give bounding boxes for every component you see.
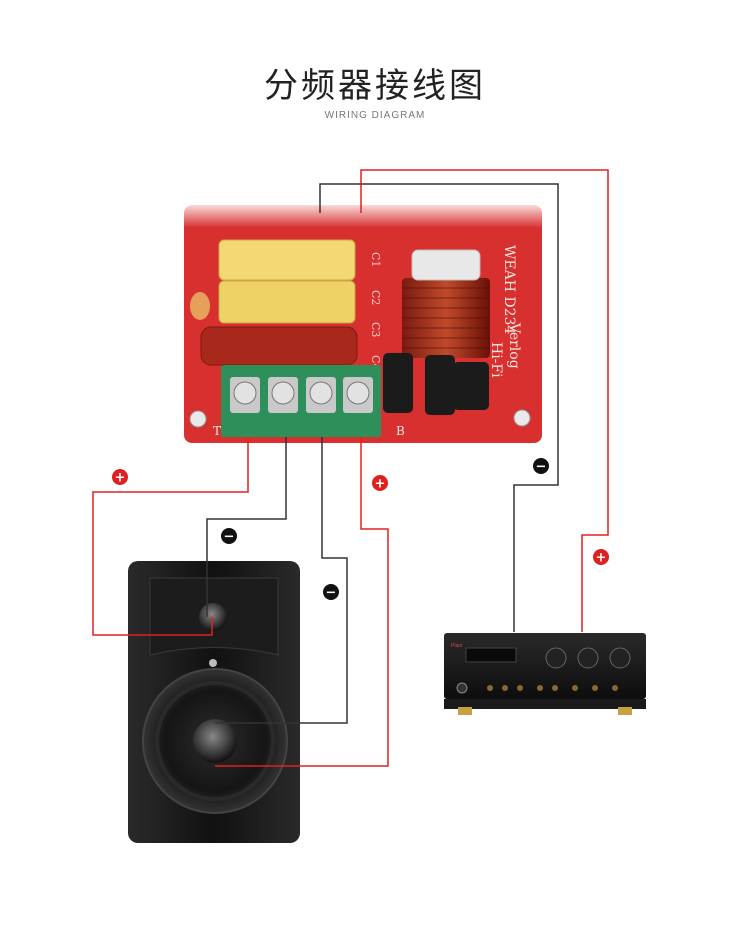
amp-brand: Plam bbox=[451, 643, 462, 649]
page-subtitle: WIRING DIAGRAM bbox=[324, 110, 426, 121]
minus-icon: − bbox=[533, 458, 549, 475]
wire-amp-negative bbox=[319, 183, 559, 632]
svg-text:+: + bbox=[115, 471, 126, 486]
connector-block bbox=[425, 355, 455, 415]
wire-woofer-negative bbox=[215, 437, 348, 724]
board-series: Hi-Fi bbox=[488, 342, 504, 378]
amp-knob[interactable] bbox=[577, 647, 599, 669]
terminal-screw-icon bbox=[346, 381, 370, 405]
label-t: T bbox=[213, 424, 221, 438]
logo-icon bbox=[209, 659, 217, 667]
connector-block bbox=[383, 353, 413, 413]
capacitor-c2 bbox=[218, 280, 356, 324]
wires bbox=[92, 169, 609, 767]
plus-icon: + bbox=[112, 469, 128, 486]
svg-text:−: − bbox=[326, 586, 337, 601]
amp-knob[interactable] bbox=[609, 647, 631, 669]
polarity-markers: + + + − − − bbox=[112, 458, 609, 601]
amp-knob[interactable] bbox=[545, 647, 567, 669]
board-model: WEAH D234 bbox=[501, 245, 517, 334]
wire-tweeter-positive bbox=[92, 437, 249, 636]
board-brand: Verlog bbox=[506, 322, 522, 369]
svg-text:−: − bbox=[536, 460, 547, 475]
terminal-screw-icon bbox=[271, 381, 295, 405]
power-button[interactable] bbox=[456, 682, 468, 694]
label-b: B bbox=[396, 424, 405, 438]
svg-text:−: − bbox=[224, 530, 235, 545]
mount-screw-icon bbox=[513, 409, 531, 427]
page-title: 分频器接线图 bbox=[264, 66, 486, 106]
terminal-block bbox=[221, 365, 381, 437]
cap-label-c3: C3 bbox=[369, 322, 382, 337]
capacitor-small bbox=[190, 292, 210, 320]
wire-woofer-positive bbox=[215, 437, 389, 767]
wire-tweeter-negative bbox=[206, 437, 287, 617]
terminal-screws bbox=[230, 377, 373, 413]
terminal-screw-icon bbox=[309, 381, 333, 405]
amp-display bbox=[465, 647, 517, 663]
cap-label-c2: C2 bbox=[369, 290, 382, 305]
capacitor-c1 bbox=[218, 239, 356, 281]
speaker bbox=[128, 561, 300, 843]
minus-icon: − bbox=[221, 528, 237, 545]
minus-icon: − bbox=[323, 584, 339, 601]
crossover-board: C1 C2 C3 C4 WEAH D234 Verlog Hi-Fi bbox=[184, 200, 542, 443]
amplifier: Plam bbox=[444, 633, 646, 715]
capacitor-c3 bbox=[200, 326, 358, 366]
cap-label-c1: C1 bbox=[369, 252, 382, 267]
plus-icon: + bbox=[372, 475, 388, 492]
plus-icon: + bbox=[593, 549, 609, 566]
svg-text:+: + bbox=[596, 551, 607, 566]
mount-screw-icon bbox=[189, 410, 207, 428]
woofer-dust-cap bbox=[193, 719, 237, 763]
wire-amp-positive bbox=[360, 169, 609, 632]
tweeter bbox=[199, 603, 227, 631]
svg-text:+: + bbox=[375, 477, 386, 492]
terminal-screw-icon bbox=[233, 381, 257, 405]
